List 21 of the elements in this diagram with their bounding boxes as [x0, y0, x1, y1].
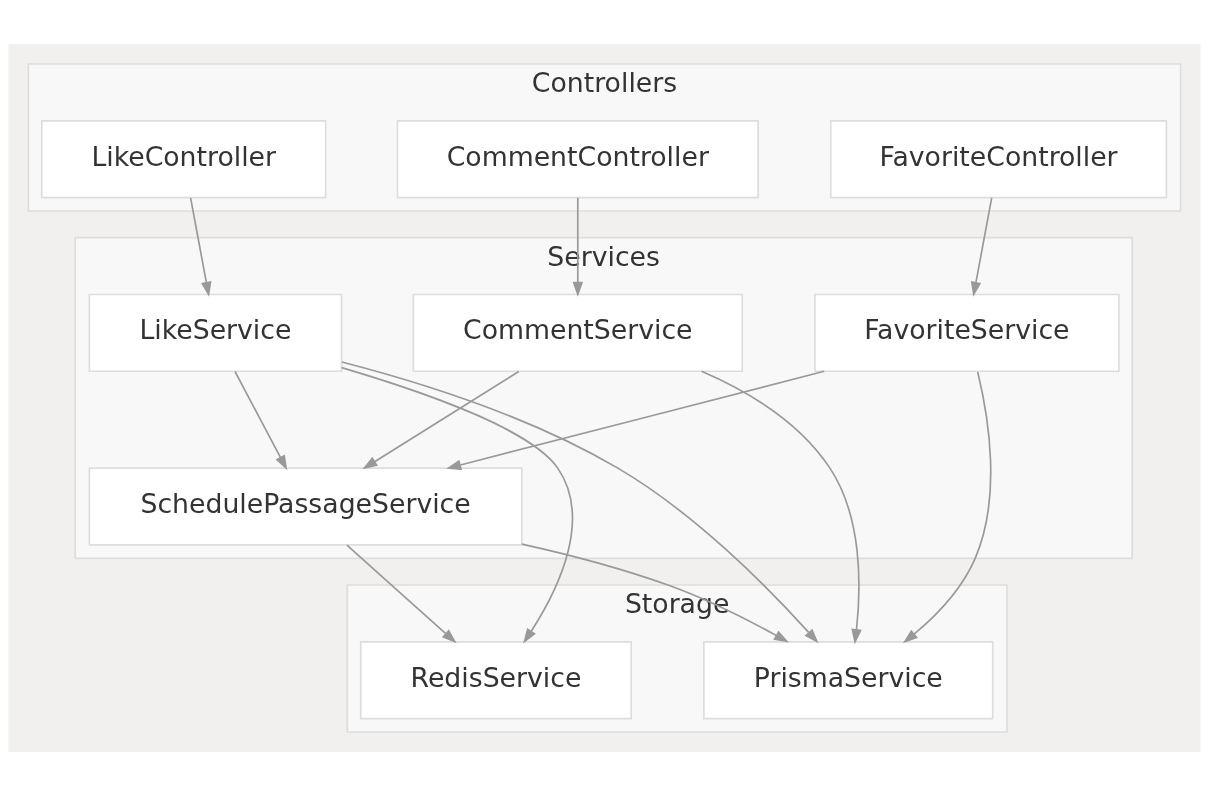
node-box: LikeController: [40, 119, 327, 198]
arrow: [970, 196, 993, 297]
node-box: LikeService: [88, 293, 343, 372]
node-box: PrismaService: [703, 640, 994, 719]
arrow: [572, 196, 584, 297]
node-box: SchedulePassageService: [88, 466, 523, 546]
arrow: [340, 366, 574, 643]
node-box: RedisService: [359, 640, 633, 719]
node-box: FavoriteService: [814, 293, 1120, 372]
arrow: [902, 370, 992, 643]
arrow: [340, 360, 819, 643]
arrow: [189, 196, 212, 297]
arrow: [234, 370, 288, 470]
arrow: [700, 369, 862, 644]
node-box: FavoriteController: [829, 119, 1168, 198]
arrow: [362, 370, 520, 469]
node-box: CommentController: [396, 119, 759, 198]
arrow: [346, 543, 457, 643]
node-box: CommentService: [412, 293, 744, 372]
arrow: [521, 542, 789, 643]
arrow: [446, 369, 825, 470]
